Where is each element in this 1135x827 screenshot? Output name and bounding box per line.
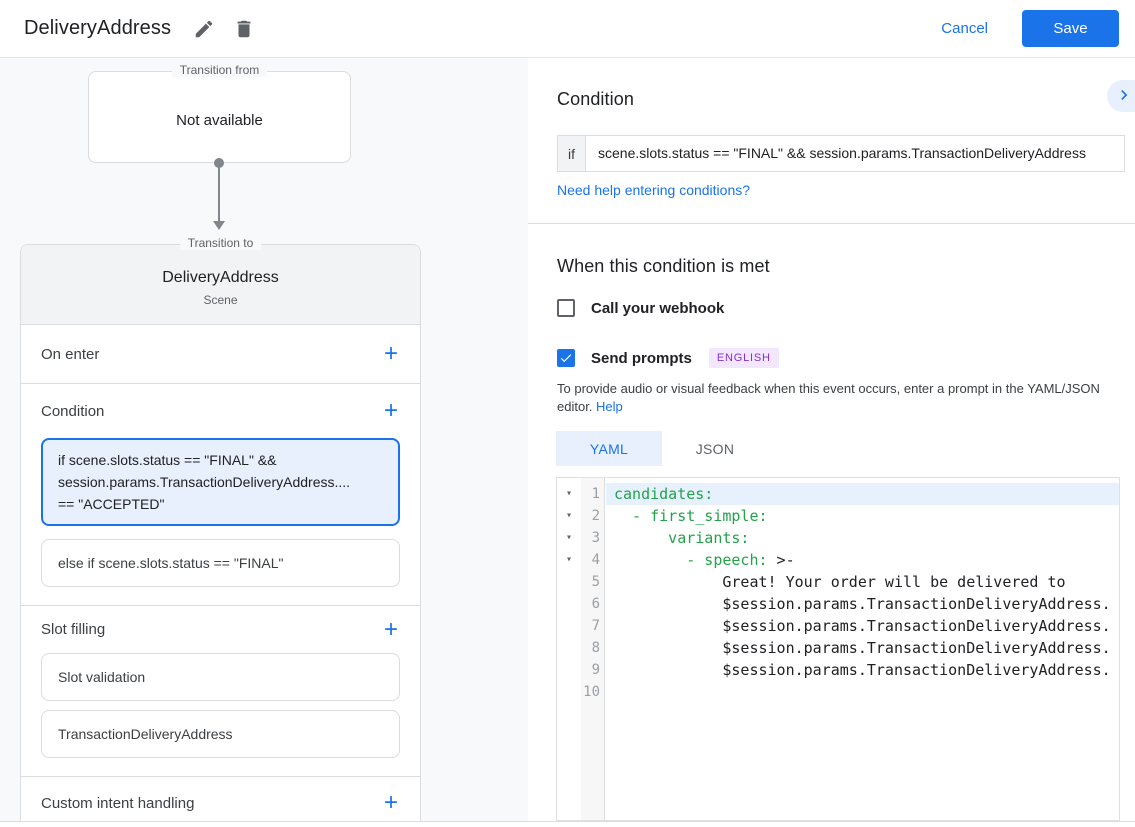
custom-intent-label: Custom intent handling — [41, 794, 195, 812]
scene-card-header: DeliveryAddress Scene — [21, 245, 420, 325]
condition-help-link[interactable]: Need help entering conditions? — [557, 182, 751, 198]
condition-editor-panel: Condition if scene.slots.status == "FINA… — [528, 58, 1135, 821]
add-icon[interactable]: + — [383, 397, 398, 424]
chevron-down-icon[interactable]: ▾ — [565, 488, 573, 499]
flow-diagram-panel: Transition from Not available Transition… — [0, 58, 528, 821]
condition-section-label: Condition — [41, 402, 105, 420]
content-bottom-edge — [0, 821, 1135, 827]
slot-validation-item[interactable]: Slot validation — [41, 653, 400, 701]
when-condition-heading: When this condition is met — [557, 256, 770, 276]
code-token: - speech: — [614, 551, 768, 569]
code-line[interactable]: ▾ 4 - speech: >- — [557, 549, 1119, 571]
prompt-helper-text-body: To provide audio or visual feedback when… — [557, 381, 1100, 414]
condition-expression-row: if scene.slots.status == "FINAL" && sess… — [557, 135, 1125, 172]
tab-json[interactable]: JSON — [695, 440, 735, 457]
code-token: $session.params.TransactionDeliveryAddre… — [614, 617, 1111, 635]
chevron-down-icon[interactable]: ▾ — [565, 554, 573, 565]
transition-to-legend: Transition to — [179, 236, 262, 250]
add-icon[interactable]: + — [383, 615, 398, 643]
code-lines: ▾ 1 candidates: ▾ 2 - first_simple: ▾ 3 … — [557, 478, 1119, 703]
yaml-code-editor[interactable]: ▾ 1 candidates: ▾ 2 - first_simple: ▾ 3 … — [556, 477, 1120, 821]
page-title: DeliveryAddress — [24, 17, 172, 39]
send-prompts-label: Send prompts — [591, 349, 692, 367]
cancel-button[interactable]: Cancel — [941, 20, 988, 37]
transition-from-box: Transition from Not available — [88, 63, 351, 163]
line-number: 4 — [591, 552, 600, 568]
send-prompts-checkbox[interactable] — [557, 349, 575, 367]
line-number: 2 — [591, 508, 600, 524]
transition-from-value: Not available — [176, 112, 263, 129]
slot-filling-label: Slot filling — [41, 621, 106, 638]
code-token: candidates: — [614, 485, 714, 503]
code-line[interactable]: 10 — [557, 681, 1119, 703]
code-line[interactable]: ▾ 1 candidates: — [557, 483, 1119, 505]
code-line[interactable]: 9 $session.params.TransactionDeliveryAdd… — [557, 659, 1119, 681]
webhook-label: Call your webhook — [591, 299, 725, 317]
code-token: Great! Your order will be delivered to — [614, 573, 1066, 591]
code-line[interactable]: 6 $session.params.TransactionDeliveryAdd… — [557, 593, 1119, 615]
if-label: if — [557, 135, 585, 172]
collapse-panel-button[interactable] — [1107, 80, 1135, 112]
slot-filling-section: Slot filling + Slot validation Transacti… — [21, 606, 420, 777]
line-number: 3 — [591, 530, 600, 546]
condition-item-else[interactable]: else if scene.slots.status == "FINAL" — [41, 539, 400, 587]
edit-icon[interactable] — [193, 18, 215, 40]
line-number: 10 — [583, 684, 600, 700]
transition-to-card: Transition to DeliveryAddress Scene On e… — [20, 236, 421, 821]
delete-icon[interactable] — [233, 18, 255, 40]
prompt-helper-text: To provide audio or visual feedback when… — [557, 380, 1119, 416]
save-button[interactable]: Save — [1022, 10, 1119, 47]
slot-item[interactable]: TransactionDeliveryAddress — [41, 710, 400, 758]
line-number: 6 — [591, 596, 600, 612]
tab-yaml[interactable]: YAML — [556, 431, 662, 466]
condition-section: Condition + if scene.slots.status == "FI… — [21, 384, 420, 606]
code-token: >- — [767, 551, 795, 569]
chevron-right-icon — [1121, 89, 1128, 100]
condition-heading: Condition — [557, 89, 634, 109]
on-enter-label: On enter — [41, 345, 100, 363]
line-number: 5 — [591, 574, 600, 590]
help-link[interactable]: Help — [596, 399, 623, 414]
code-line[interactable]: ▾ 3 variants: — [557, 527, 1119, 549]
on-enter-section: On enter + — [21, 325, 420, 384]
connector-dot — [214, 158, 224, 168]
code-token: $session.params.TransactionDeliveryAddre… — [614, 595, 1111, 613]
line-number: 7 — [591, 618, 600, 634]
code-token: $session.params.TransactionDeliveryAddre… — [614, 639, 1111, 657]
custom-intent-section: Custom intent handling + — [21, 777, 420, 821]
add-icon[interactable]: + — [383, 340, 398, 367]
connector-line — [218, 164, 220, 222]
code-token: - first_simple: — [614, 507, 768, 525]
condition-item-selected[interactable]: if scene.slots.status == "FINAL" && sess… — [41, 438, 400, 526]
code-line[interactable]: 8 $session.params.TransactionDeliveryAdd… — [557, 637, 1119, 659]
language-badge: ENGLISH — [708, 348, 779, 368]
line-number: 1 — [591, 486, 600, 502]
condition-expression-input[interactable]: scene.slots.status == "FINAL" && session… — [585, 135, 1125, 172]
transition-from-legend: Transition from — [171, 63, 268, 77]
add-icon[interactable]: + — [383, 789, 398, 816]
line-number: 8 — [591, 640, 600, 656]
send-prompts-row: Send prompts ENGLISH — [557, 348, 779, 368]
code-token: $session.params.TransactionDeliveryAddre… — [614, 661, 1111, 679]
code-line[interactable]: ▾ 2 - first_simple: — [557, 505, 1119, 527]
arrow-down-icon — [213, 221, 225, 230]
divider — [528, 223, 1135, 224]
scene-name: DeliveryAddress — [162, 269, 279, 286]
checkmark-icon — [560, 354, 572, 363]
code-line[interactable]: 7 $session.params.TransactionDeliveryAdd… — [557, 615, 1119, 637]
code-token: variants: — [614, 529, 750, 547]
webhook-checkbox[interactable] — [557, 299, 575, 317]
call-webhook-row: Call your webhook — [557, 299, 724, 317]
scene-type-label: Scene — [203, 293, 238, 307]
chevron-down-icon[interactable]: ▾ — [565, 532, 573, 543]
top-bar: DeliveryAddress Cancel Save — [0, 0, 1135, 58]
code-line[interactable]: 5 Great! Your order will be delivered to — [557, 571, 1119, 593]
editor-gutter — [581, 478, 605, 820]
chevron-down-icon[interactable]: ▾ — [565, 510, 573, 521]
editor-format-tabs: YAML JSON — [556, 431, 768, 466]
line-number: 9 — [591, 662, 600, 678]
